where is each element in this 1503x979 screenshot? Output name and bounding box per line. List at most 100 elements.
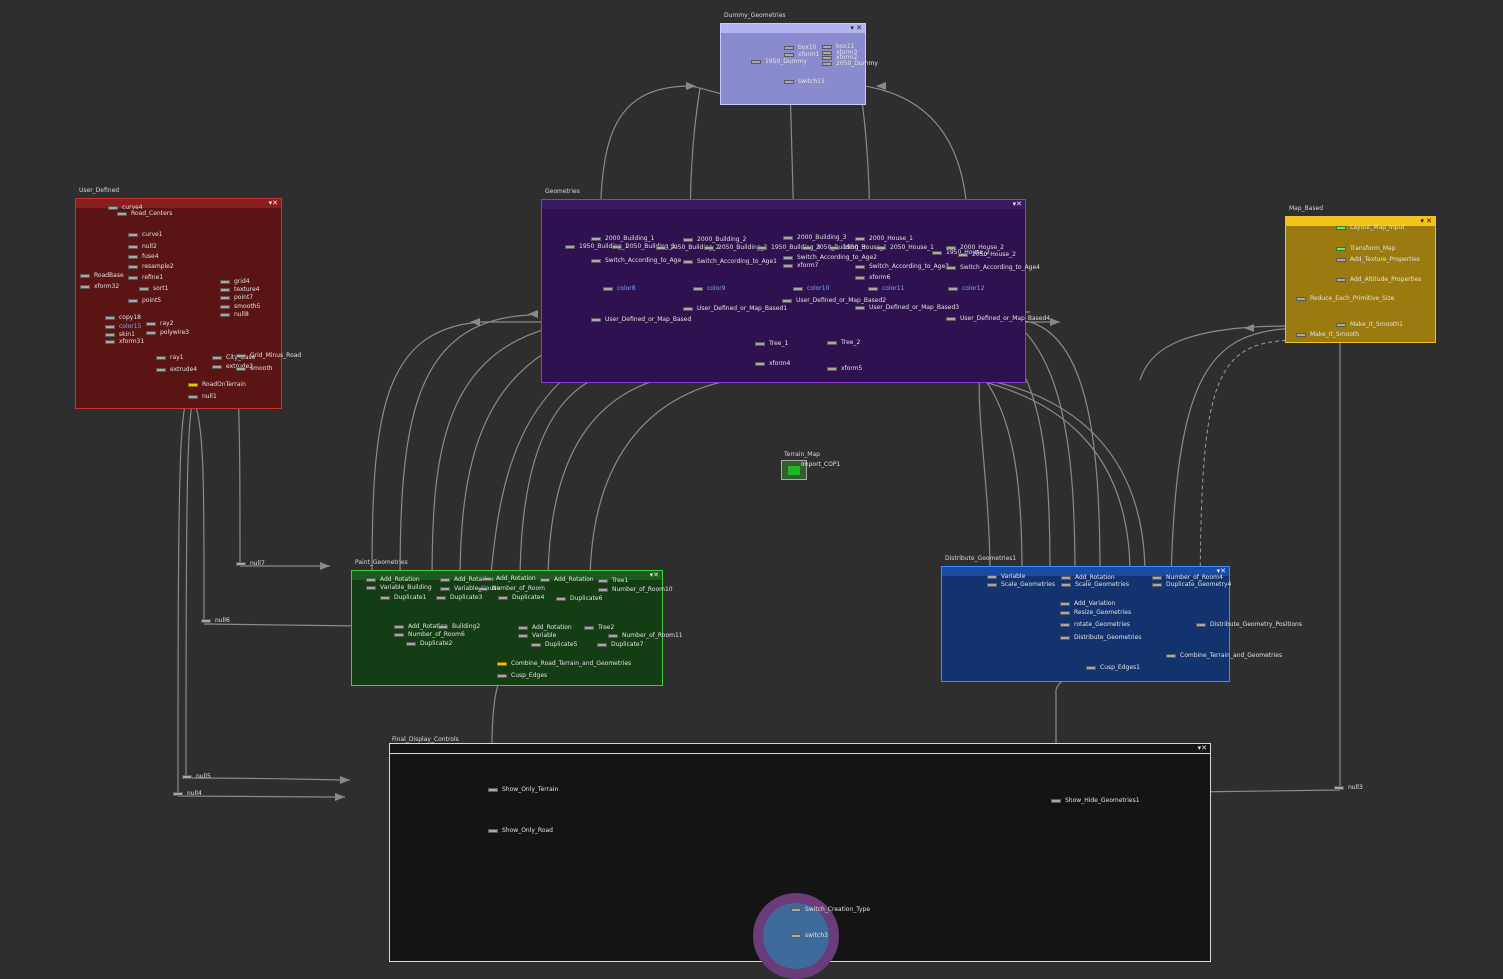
box-header[interactable]: ▾ ✕ [721, 24, 865, 33]
node-label: xform31 [119, 338, 145, 345]
box-controls[interactable]: ▾ ✕ [1420, 217, 1432, 225]
node-label: Distribute_Geometry_Positions [1210, 621, 1302, 628]
node-label: Layout_Map_Input [1350, 224, 1405, 231]
wire [899, 367, 1131, 576]
node-label: Duplicate1 [394, 594, 427, 601]
node-label: box11 [836, 43, 855, 50]
node-label: Scale_Geometries [1001, 581, 1055, 588]
node-label: Add_Rotation [380, 576, 420, 583]
arrow [340, 776, 350, 784]
node-label: Tree_1 [769, 340, 789, 347]
arrow [335, 793, 345, 801]
box-header[interactable]: ▾✕ [542, 200, 1025, 209]
node-label: 1950_Building_2 [670, 244, 720, 251]
node-label: null5 [196, 773, 211, 780]
node-label: Add_Rotation [532, 624, 572, 631]
map-based-box-title: Map_Based [1289, 205, 1324, 212]
box-controls[interactable]: ▾✕ [1012, 200, 1022, 208]
node-label: Duplicate7 [611, 641, 644, 648]
wire [185, 399, 194, 779]
dummy-box-title: Dummy_Geometries [724, 12, 786, 19]
arrow [1244, 324, 1254, 332]
node-label: null1 [202, 393, 217, 400]
node-label: xform2 [836, 54, 858, 61]
arrow [528, 310, 538, 318]
node-label: 1950_Building_1 [579, 243, 629, 250]
node-label: 2000_Building_3 [797, 234, 847, 241]
node-label: Number_of_Room [492, 585, 545, 592]
distribute-box-title: Distribute_Geometries1 [945, 555, 1017, 562]
node-label: color11 [882, 285, 905, 292]
node-label: color9 [707, 285, 726, 292]
geometries-box[interactable]: ▾✕ [541, 199, 1026, 383]
box-controls[interactable]: ▾✕ [649, 571, 659, 579]
node-label: User_Defined_or_Map_Based2 [796, 297, 887, 304]
node-label: 1950_Building_3 [771, 244, 821, 251]
node-label: 2000_House_1 [869, 235, 913, 242]
node-label: smooth [250, 365, 273, 372]
node-label: Add_Rotation [1075, 574, 1115, 581]
dummy-geometries-box[interactable]: ▾ ✕ [720, 23, 866, 105]
box-controls[interactable]: ▾ ✕ [850, 24, 862, 32]
node-label: refine1 [142, 274, 164, 281]
node-label: Transform_Map [1350, 245, 1396, 252]
node-label: ray2 [160, 320, 174, 327]
wire [399, 314, 531, 586]
wire [1139, 325, 1291, 381]
node-label: Number_of_Room4 [1166, 574, 1223, 581]
node-label: Duplicate3 [450, 594, 483, 601]
box-controls[interactable]: ▾✕ [1216, 567, 1226, 575]
node-label: switch15 [798, 78, 825, 85]
node-label: null4 [187, 790, 202, 797]
node-label: Variable [1001, 573, 1026, 580]
node-label: Cusp_Edges [511, 672, 548, 679]
node-label: Add_Rotation [496, 575, 536, 582]
node-label: color15 [119, 323, 142, 330]
node-label: extrude4 [170, 366, 198, 373]
box-header[interactable]: ▾ ✕ [1286, 217, 1435, 226]
final-display-box-title: Final_Display_Controls [392, 736, 459, 743]
node-label: grid4 [234, 278, 250, 285]
user-defined-box-title: User_Defined [79, 187, 120, 194]
node-label: Make_It_Smooth1 [1350, 321, 1403, 328]
box-header[interactable]: ▾✕ [390, 744, 1210, 754]
node-label: 2050_Dummy [836, 60, 878, 67]
node-label: Duplicate6 [570, 595, 603, 602]
node-label: rotate_Geometries [1074, 621, 1130, 628]
user-defined-box[interactable]: ▾✕ [75, 198, 282, 409]
node-label: User_Defined_or_Map_Based [605, 316, 692, 323]
wire [192, 399, 205, 623]
box-controls[interactable]: ▾✕ [1197, 744, 1207, 752]
node-label: Show_Only_Road [502, 827, 553, 834]
node-label: Add_Variation [1074, 600, 1116, 607]
box-header[interactable]: ▾✕ [942, 567, 1229, 576]
node-label: 2050_Building_2 [718, 244, 768, 251]
node-label: Duplicate4 [512, 594, 545, 601]
node-label: sort1 [153, 285, 169, 292]
node-label: Switch_According_to_Age2 [797, 254, 877, 261]
node-label: xform4 [769, 360, 791, 367]
cop-node-thumbnail[interactable] [781, 460, 807, 480]
node-label: Variable [532, 632, 557, 639]
node-label: User_Defined_or_Map_Based1 [697, 305, 788, 312]
node-label: Switch_According_to_Age3 [869, 263, 949, 270]
wire [547, 371, 701, 586]
wire [959, 375, 1146, 576]
node-label: curve4 [122, 204, 143, 211]
box-header[interactable]: ▾✕ [76, 199, 281, 208]
wire [371, 321, 481, 581]
box-header[interactable]: ▾✕ [352, 571, 662, 580]
node-label: Add_Rotation [554, 576, 594, 583]
map-based-box[interactable]: ▾ ✕ [1285, 216, 1436, 343]
node-label: color10 [807, 285, 830, 292]
node-label: User_Defined_or_Map_Based3 [869, 304, 960, 311]
box-controls[interactable]: ▾✕ [268, 199, 278, 207]
wire [177, 795, 346, 798]
node-label: texture4 [234, 286, 260, 293]
node-label: 2050_House_1 [890, 244, 934, 251]
wire [185, 777, 351, 781]
wire [1169, 327, 1301, 656]
node-label: 1950_House_1 [843, 244, 887, 251]
paint-box-title: Paint_Geometries [355, 559, 408, 566]
node-label: Show_Hide_Geometries1 [1065, 797, 1140, 804]
